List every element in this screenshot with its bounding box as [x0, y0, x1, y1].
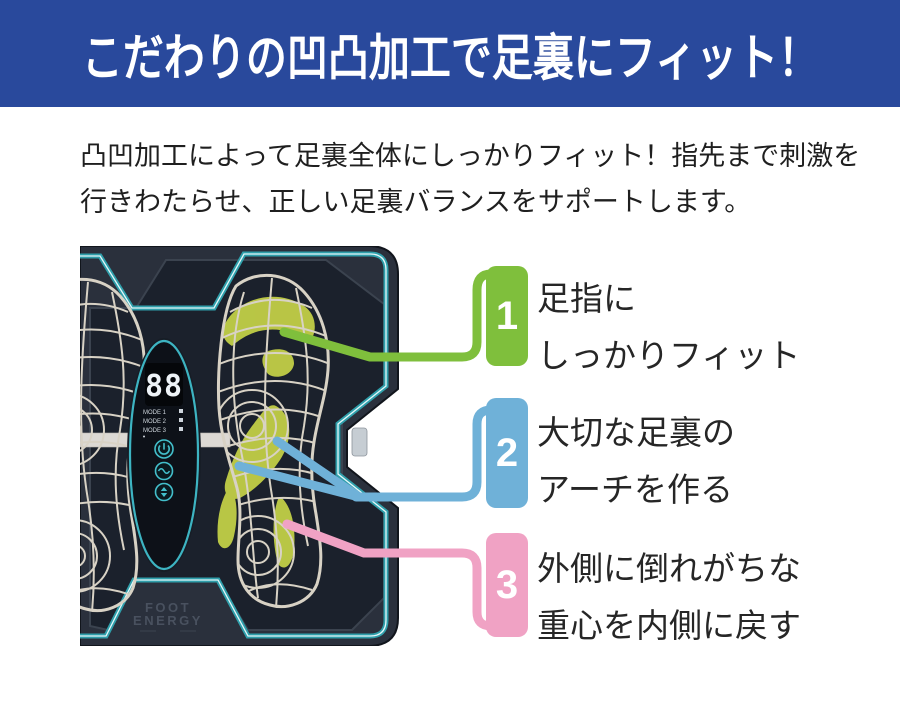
mode-label-3[interactable]: MODE 3 [143, 428, 167, 434]
callout-3-number-badge: 3 [486, 533, 528, 637]
brand-line-1: FOOT [145, 600, 191, 615]
product-photo: 88 MODE 1 MODE 2 MODE 3 [80, 246, 399, 646]
lead-line-1: 凸凹加工によって足裏全体にしっかりフィット！指先まで刺激を [80, 141, 861, 171]
callout-3-line-1: 外側に倒れがちな [537, 550, 801, 587]
callout-2-line-1: 大切な足裏の [537, 414, 735, 451]
callout-2-text: 大切な足裏の アーチを作る [537, 404, 735, 518]
mode-label-1[interactable]: MODE 1 [143, 410, 167, 416]
hero-banner: こだわりの凹凸加工で足裏にフィット！ [0, 0, 900, 107]
cable-connector [351, 427, 368, 457]
led-display: 88 [145, 369, 183, 404]
power-button[interactable] [154, 439, 174, 459]
highlight-arch-tail [217, 486, 237, 549]
callout-1-line-1: 足指に [537, 280, 636, 317]
callout-3-line-2: 重心を内側に戻す [537, 607, 801, 644]
control-panel: 88 MODE 1 MODE 2 MODE 3 [127, 338, 201, 572]
callout-1-line-2: しっかりフィット [537, 337, 801, 374]
hero-title: こだわりの凹凸加工で足裏にフィット！ [81, 29, 819, 86]
intensity-button[interactable] [154, 482, 174, 502]
mode-wave-button[interactable] [154, 461, 174, 481]
callout-2-number-badge: 2 [486, 398, 528, 508]
brand-line-2: ENERGY [133, 613, 203, 628]
callout-1-number-badge: 1 [486, 266, 528, 366]
brand-logo: FOOT ENERGY [133, 600, 203, 632]
mode-label-2[interactable]: MODE 2 [143, 419, 167, 425]
lead-line-2: 行きわたらせ、正しい足裏バランスをサポートします。 [80, 187, 752, 217]
lead-paragraph: 凸凹加工によって足裏全体にしっかりフィット！指先まで刺激を 行きわたらせ、正しい… [80, 133, 880, 225]
callout-1-text: 足指に しっかりフィット [537, 270, 800, 384]
callout-2-line-2: アーチを作る [537, 471, 734, 508]
callout-3-text: 外側に倒れがちな 重心を内側に戻す [537, 540, 801, 654]
